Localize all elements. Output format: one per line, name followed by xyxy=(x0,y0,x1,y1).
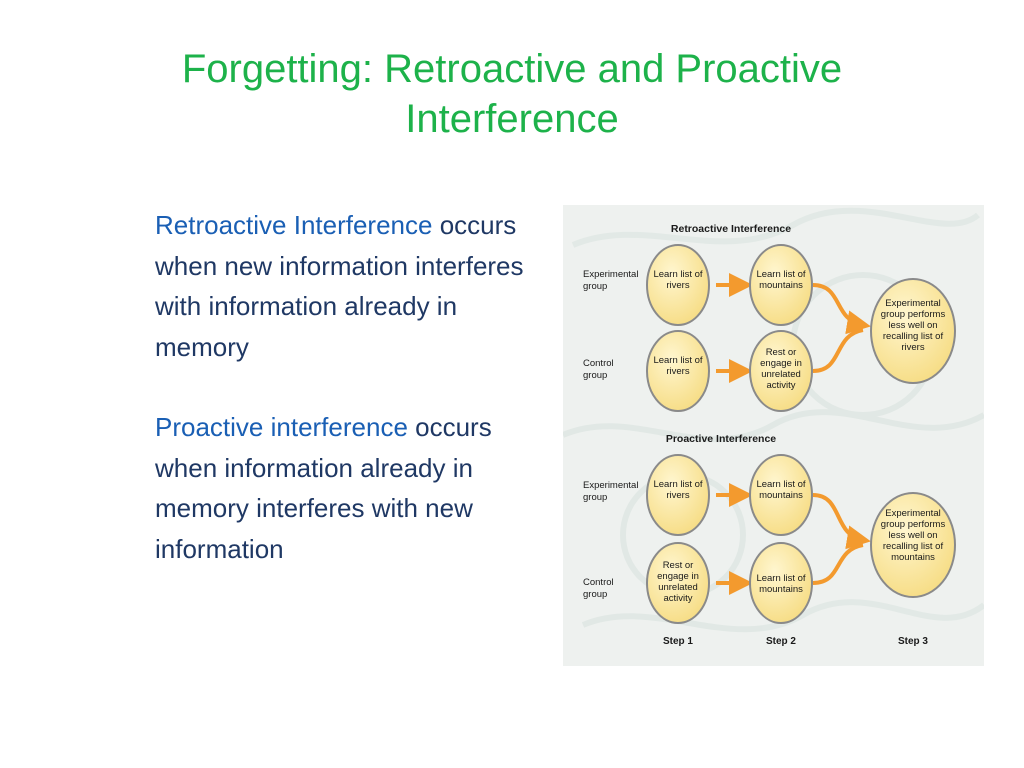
pro-step3-text: Experimental group performs less well on… xyxy=(880,508,946,563)
arrow-retro-merge-bottom xyxy=(812,328,864,373)
circle-pro-exp-step2 xyxy=(749,454,813,536)
arrow-pro-merge-bottom xyxy=(812,543,864,585)
arrow-retro-merge-top xyxy=(812,283,871,335)
retro-exp-group-label: Experimental group xyxy=(583,269,638,293)
retro-circles xyxy=(646,244,956,412)
retroactive-diagram-title: Retroactive Interference xyxy=(670,223,792,235)
circle-retro-exp-step1 xyxy=(646,244,710,326)
pro-exp-group-label: Experimental group xyxy=(583,480,638,504)
retro-ctrl-label-1: Control xyxy=(583,358,614,369)
retro-ctrl-label-2: group xyxy=(583,370,608,381)
circle-retro-step3 xyxy=(870,278,956,384)
step-2-label: Step 2 xyxy=(765,636,796,647)
pro-ctrl-step2-text: Learn list of mountains xyxy=(756,573,806,595)
retro-ctrl-step1-text: Learn list of rivers xyxy=(653,355,703,377)
retroactive-paragraph: Retroactive Interference occurs when new… xyxy=(155,205,540,367)
pro-ctrl-group-label: Control group xyxy=(583,577,614,601)
proactive-heading: Proactive interference xyxy=(155,412,408,442)
proactive-description: occurs when information already in memor… xyxy=(155,412,492,564)
step-1-label: Step 1 xyxy=(662,636,693,647)
circle-retro-ctrl-step1 xyxy=(646,330,710,412)
retro-step3-text: Experimental group performs less well on… xyxy=(880,298,946,353)
retro-ctrl-step2-text: Rest or engage in unrelated activity xyxy=(760,347,802,391)
retroactive-heading: Retroactive Interference xyxy=(155,210,433,240)
retro-arrows xyxy=(716,273,871,383)
retro-exp-label-1: Experimental xyxy=(583,269,639,280)
proactive-diagram-title: Proactive Interference xyxy=(665,433,777,445)
diagram-graphics xyxy=(563,207,984,633)
pro-exp-label-2: group xyxy=(583,492,608,503)
circle-pro-ctrl-step1 xyxy=(646,542,710,624)
retro-exp-step1-text: Learn list of rivers xyxy=(653,269,703,291)
arrow-pro-merge-top xyxy=(812,493,871,550)
slide-title: Forgetting: Retroactive and Proactive In… xyxy=(181,47,843,141)
step-3-label: Step 3 xyxy=(897,636,928,647)
retro-exp-step2-text: Learn list of mountains xyxy=(756,269,806,291)
pro-ctrl-label-1: Control xyxy=(583,577,614,588)
pro-arrows xyxy=(716,483,871,595)
retroactive-description: occurs when new information interferes w… xyxy=(155,210,524,362)
pro-ctrl-label-2: group xyxy=(583,589,608,600)
retro-exp-label-2: group xyxy=(583,281,608,292)
pro-exp-step2-text: Learn list of mountains xyxy=(756,479,806,501)
pro-circles xyxy=(646,454,956,624)
circle-retro-exp-step2 xyxy=(749,244,813,326)
retro-ctrl-group-label: Control group xyxy=(583,358,614,382)
circle-pro-step3 xyxy=(870,492,956,598)
circle-pro-exp-step1 xyxy=(646,454,710,536)
circle-pro-ctrl-step2 xyxy=(749,542,813,624)
circle-retro-ctrl-step2 xyxy=(749,330,813,412)
interference-diagram: Retroactive Interference Proactive Inter… xyxy=(563,205,984,666)
pro-ctrl-step1-text: Rest or engage in unrelated activity xyxy=(657,560,699,604)
body-text: Retroactive Interference occurs when new… xyxy=(155,205,540,609)
pro-exp-label-1: Experimental xyxy=(583,480,639,491)
pro-exp-step1-text: Learn list of rivers xyxy=(653,479,703,501)
proactive-paragraph: Proactive interference occurs when infor… xyxy=(155,407,540,569)
